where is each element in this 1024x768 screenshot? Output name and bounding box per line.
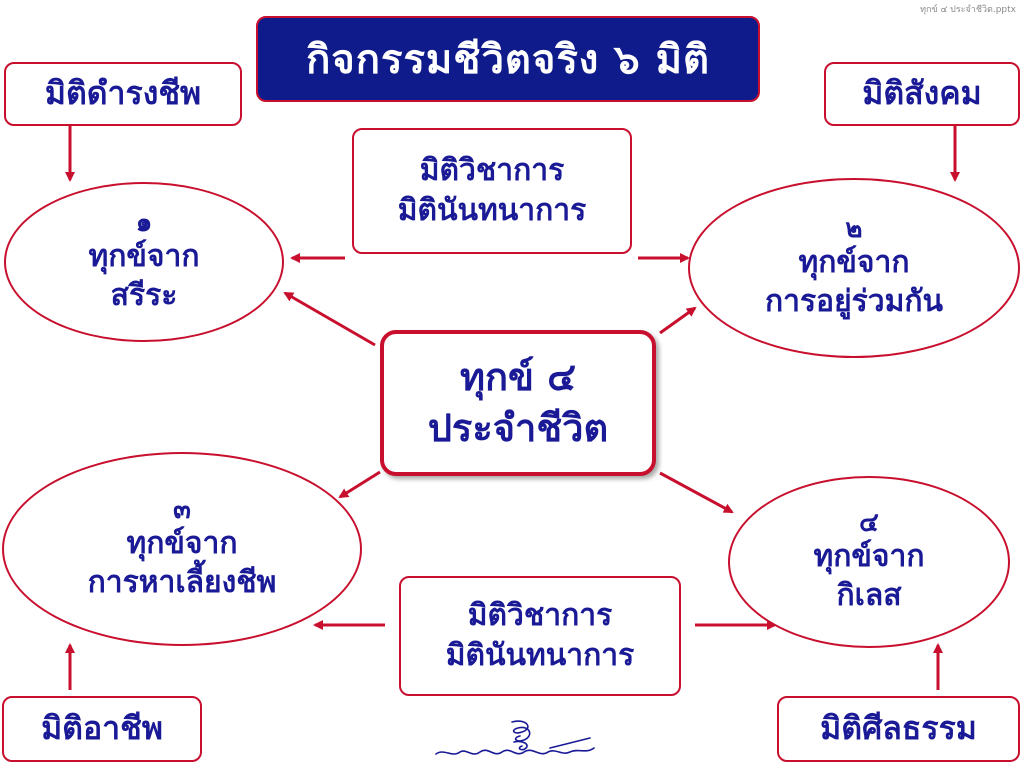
suffering-label: ทุกข์จาก xyxy=(813,539,925,575)
suffering-source: การอยู่ร่วมกัน xyxy=(764,284,944,320)
file-label: ทุกข์ ๔ ประจำชีวิต.pptx xyxy=(920,5,1016,15)
suffering-source: การหาเลี้ยงชีพ xyxy=(87,565,277,601)
suffering-number: ๒ xyxy=(845,213,863,244)
slide-title: กิจกรรมชีวิตจริง ๖ มิติ xyxy=(256,16,760,102)
arrow-center-to-3 xyxy=(338,470,381,499)
suffering-label: ทุกข์จาก xyxy=(798,245,910,281)
tag-line-academic: มิติวิชาการ xyxy=(419,152,565,188)
suffering-number: ๑ xyxy=(135,207,153,238)
suffering-source: กิเลส xyxy=(836,578,902,614)
suffering-label: ทุกข์จาก xyxy=(126,526,238,562)
tag-academic-recreation-top: มิติวิชาการ มิตินันทนาการ xyxy=(352,128,632,254)
tag-dining: มิติดำรงชีพ xyxy=(4,62,242,126)
tag-line-recreation: มิตินันทนาการ xyxy=(397,193,587,228)
tag-moral: มิติศีลธรรม xyxy=(777,696,1020,762)
suffering-node-4: ๔ ทุกข์จาก กิเลส xyxy=(728,476,1010,648)
tag-line-recreation: มิตินันทนาการ xyxy=(445,638,635,673)
central-concept-box: ทุกข์ ๔ ประจำชีวิต xyxy=(380,330,656,476)
arrow-center-to-2 xyxy=(659,306,697,335)
tag-academic-recreation-bottom: มิติวิชาการ มิตินันทนาการ xyxy=(399,576,681,696)
suffering-label: ทุกข์จาก xyxy=(88,239,200,275)
arrow-center-to-1 xyxy=(283,291,376,347)
suffering-node-1: ๑ ทุกข์จาก สรีระ xyxy=(4,182,284,342)
tag-line-academic: มิติวิชาการ xyxy=(467,597,613,633)
suffering-node-3: ๓ ทุกข์จาก การหาเลี้ยงชีพ xyxy=(2,452,362,646)
tag-social: มิติสังคม xyxy=(824,62,1020,126)
arrow-center-to-4 xyxy=(659,471,734,514)
suffering-source: สรีระ xyxy=(110,278,178,314)
suffering-number: ๔ xyxy=(859,507,879,538)
tag-career: มิติอาชีพ xyxy=(2,696,202,762)
suffering-number: ๓ xyxy=(173,494,191,525)
central-title: ทุกข์ ๔ xyxy=(459,354,577,399)
central-subtitle: ประจำชีวิต xyxy=(427,406,609,450)
suffering-node-2: ๒ ทุกข์จาก การอยู่ร่วมกัน xyxy=(688,178,1020,358)
signature-logo xyxy=(435,720,595,755)
